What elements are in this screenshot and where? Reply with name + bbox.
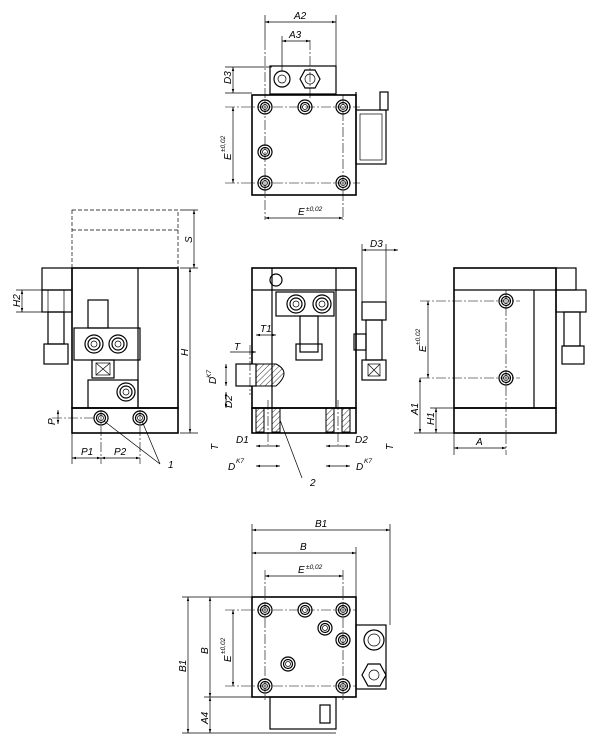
dim-B-top: B xyxy=(300,542,307,553)
dim-P2: P2 xyxy=(114,447,127,458)
dim-E-top-vertical: E xyxy=(223,153,234,160)
dim-B1-left: B1 xyxy=(178,660,189,672)
tolerance-K7-a: K7 xyxy=(206,370,213,378)
dim-D2-b: D2 xyxy=(355,435,368,446)
dim-D-K7-a: D xyxy=(208,377,219,384)
dim-A1: A1 xyxy=(410,403,421,416)
dim-H: H xyxy=(180,348,191,356)
dim-B1-top: B1 xyxy=(315,519,327,530)
dim-A2: A2 xyxy=(293,11,307,22)
tolerance-E-bottom-horizontal: ±0,02 xyxy=(306,564,323,571)
dim-D3-top: D3 xyxy=(223,71,234,84)
callout-2: 2 xyxy=(309,478,316,489)
tolerance-K7-b: K7 xyxy=(236,458,244,465)
dim-A: A xyxy=(475,437,483,448)
tolerance-E-right: ±0,02 xyxy=(415,328,422,345)
tolerance-K7-c: K7 xyxy=(364,458,372,465)
dim-E-right: E xyxy=(418,345,429,352)
dim-D-K7-b: D xyxy=(228,462,235,473)
dim-P1: P1 xyxy=(81,447,93,458)
tolerance-E-top-vertical: ±0,02 xyxy=(220,135,227,152)
callout-1: 1 xyxy=(168,460,174,471)
tolerance-E-top-horizontal: ±0,02 xyxy=(306,206,323,213)
dim-A4: A4 xyxy=(200,711,211,725)
dim-H1: H1 xyxy=(426,412,437,425)
dim-E-bottom-horizontal: E xyxy=(298,565,305,576)
dim-E-top-horizontal: E xyxy=(298,207,305,218)
dim-T1: T1 xyxy=(260,324,272,335)
dim-B-left: B xyxy=(200,647,211,654)
front-view: D3 T1 T D K7 D2 T D1 D K7 2 D2 D K7 T xyxy=(206,239,398,489)
dim-E-bottom-vertical: E xyxy=(223,655,234,662)
right-view: E ±0,02 A1 H1 A xyxy=(410,267,587,455)
dim-T-b: T xyxy=(210,443,221,450)
dim-D-K7-c: D xyxy=(356,462,363,473)
dim-H2: H2 xyxy=(12,294,23,307)
top-view: A2 A3 D3 E ±0,02 E ±0,02 xyxy=(220,11,389,220)
tolerance-E-bottom-vertical: ±0,02 xyxy=(220,637,227,654)
dim-T-a: T xyxy=(234,342,241,353)
left-view: S H H2 P P1 P2 1 xyxy=(12,209,198,471)
dim-D2-a: D2 xyxy=(224,395,235,408)
dim-P: P xyxy=(47,418,58,425)
bottom-view: B1 B E ±0,02 B1 B E ±0,02 A4 xyxy=(178,519,391,734)
dim-D1: D1 xyxy=(236,435,249,446)
dim-D3-mid: D3 xyxy=(370,239,383,250)
dim-T-c: T xyxy=(385,443,396,450)
dim-S: S xyxy=(184,236,195,243)
dim-A3: A3 xyxy=(288,30,302,41)
